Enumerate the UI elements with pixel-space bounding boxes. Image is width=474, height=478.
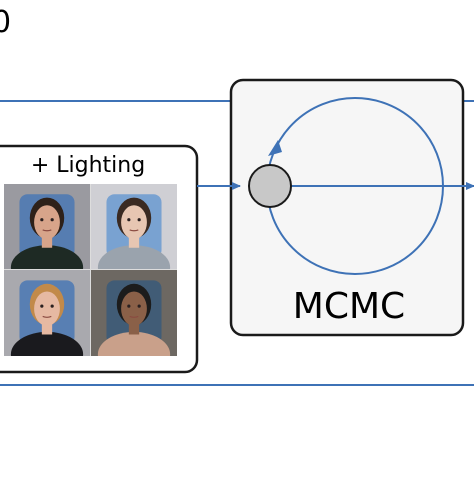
face-photo-top-left: [4, 184, 90, 269]
face-photo-bottom-left: [4, 270, 90, 356]
face: [34, 291, 60, 326]
lighting-panel-label: + Lighting: [31, 153, 145, 178]
right-eye: [50, 304, 54, 308]
face: [121, 291, 147, 326]
face-photo-bottom-right: [91, 270, 177, 356]
face-photo-top-right: [91, 184, 177, 269]
mcmc-panel-label: MCMC: [293, 286, 405, 327]
mcmc-loop-arrowhead: [268, 140, 282, 156]
face-photo-top-left-drawing: [4, 184, 90, 269]
left-eye: [40, 304, 44, 308]
left-eye: [40, 218, 44, 222]
mouth: [42, 315, 52, 318]
mcmc-panel-box: [229, 78, 465, 337]
face: [34, 205, 60, 240]
right-eye: [137, 304, 141, 308]
face: [121, 205, 147, 240]
mouth: [42, 229, 52, 232]
corner-glyph: 0: [0, 5, 11, 40]
left-eye: [127, 218, 131, 222]
shoulders: [10, 331, 84, 356]
right-eye: [137, 218, 141, 222]
left-eye: [127, 304, 131, 308]
shoulders: [97, 331, 171, 356]
shoulders: [97, 245, 171, 269]
right-eye: [50, 218, 54, 222]
mouth: [129, 315, 139, 318]
face-photo-grid: [4, 184, 177, 356]
face-photo-bottom-left-drawing: [4, 270, 90, 356]
face-photo-bottom-right-drawing: [91, 270, 177, 356]
mcmc-state-node: [248, 164, 292, 208]
shoulders: [10, 245, 84, 269]
face-photo-top-right-drawing: [91, 184, 177, 269]
mouth: [129, 229, 139, 232]
